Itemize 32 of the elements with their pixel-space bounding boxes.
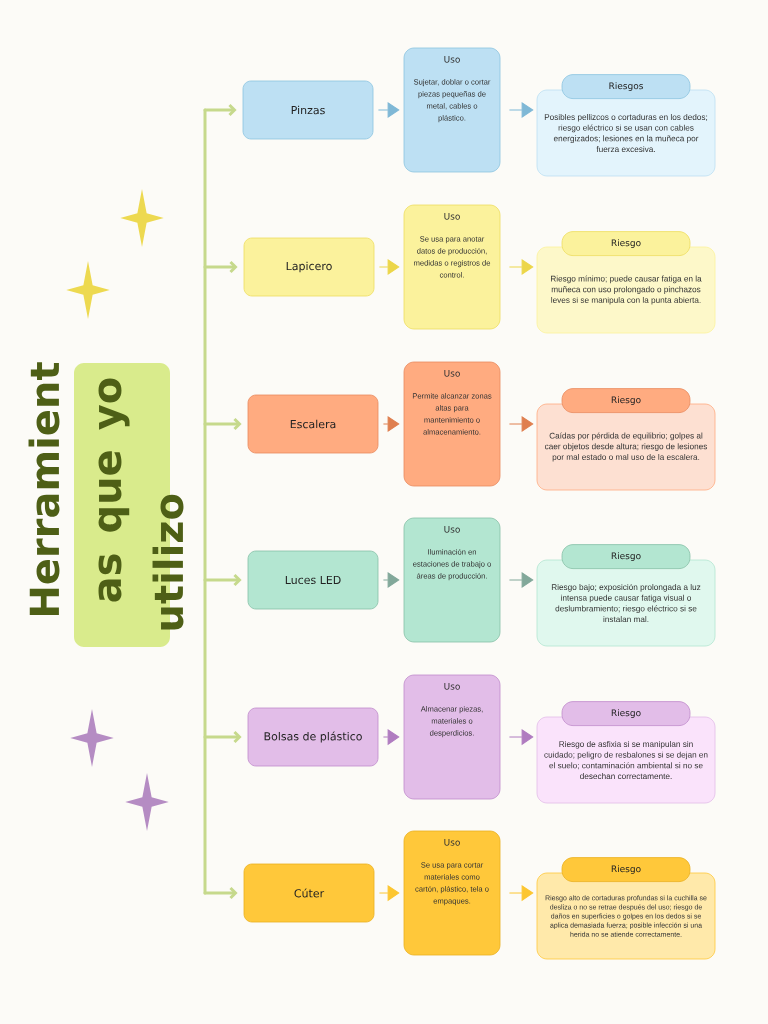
branch-arrow [203, 417, 242, 431]
tool-box: Cúter [243, 863, 375, 923]
arrow [377, 102, 400, 118]
tool-box: Lapicero [243, 237, 375, 297]
heading-pill: Riesgos [561, 74, 691, 99]
branch-arrow [203, 886, 238, 900]
arrow [382, 416, 400, 432]
tool-box: Luces LED [247, 550, 379, 610]
title-banner: Herramient as que yo utilizo [28, 362, 184, 647]
heading-pill: Riesgo [561, 231, 691, 256]
heading-pill: Riesgo [561, 388, 691, 413]
tool-box: Bolsas de plástico [247, 707, 379, 767]
branch-arrow [203, 730, 242, 744]
heading-pill: Riesgo [561, 701, 691, 726]
arrow [508, 885, 534, 901]
arrow [508, 416, 534, 432]
heading-pill: Riesgo [561, 857, 691, 882]
branch-arrow [203, 260, 238, 274]
arrow [382, 572, 400, 588]
tool-box: Escalera [247, 394, 379, 454]
connector-trunk [203, 108, 207, 895]
arrow [382, 729, 400, 745]
branch-arrow [203, 103, 237, 117]
arrow [508, 729, 534, 745]
arrow [508, 572, 534, 588]
arrow [378, 885, 400, 901]
heading-pill: Riesgo [561, 544, 691, 569]
arrow [508, 102, 534, 118]
tool-box: Pinzas [242, 80, 374, 140]
branch-arrow [203, 573, 242, 587]
arrow [378, 259, 400, 275]
arrow [508, 259, 534, 275]
